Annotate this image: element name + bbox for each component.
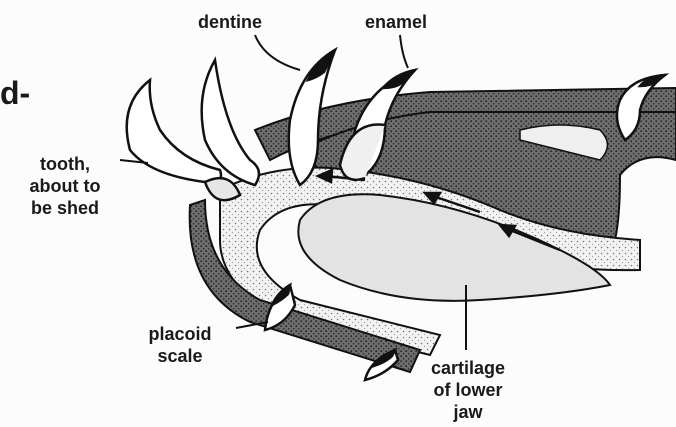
enamel-cap-2 [383,70,415,88]
placoid-label-line1: placoid [148,324,211,344]
tooth-label-line1: tooth, [40,154,90,174]
enamel-leader [400,35,408,68]
tooth-label-line2: about to [30,176,101,196]
partial-title-fragment: d- [0,75,30,111]
cartilage-label-line2: of lower [433,380,502,400]
dentine-label: dentine [198,12,262,32]
cartilage-label-line3: jaw [452,402,483,422]
tooth-label-line3: be shed [31,198,99,218]
dentine-leader [255,35,300,70]
enamel-label: enamel [365,12,427,32]
placoid-label-line2: scale [157,346,202,366]
cartilage-label-line1: cartilage [431,358,505,378]
